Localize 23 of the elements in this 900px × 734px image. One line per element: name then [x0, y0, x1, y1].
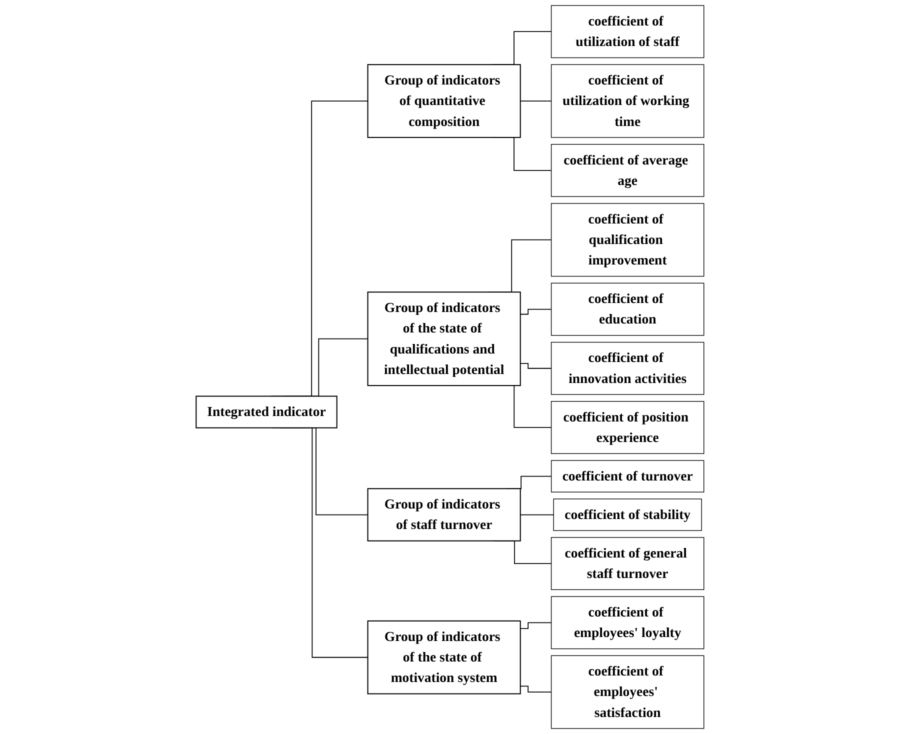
node-box: coefficient of general staff turnover: [550, 537, 704, 590]
node-box: Group of indicators of staff turnover: [367, 488, 521, 542]
node-box: coefficient of position experience: [550, 401, 704, 454]
node-box: coefficient of employees' loyalty: [550, 596, 704, 650]
node-box: coefficient of education: [550, 282, 704, 336]
node-box: coefficient of qualification improvement: [550, 203, 704, 277]
node-box: coefficient of utilization of working time: [550, 64, 704, 138]
connector: [520, 686, 552, 693]
node-box: Group of indicators of the state of motivation system: [367, 620, 521, 694]
node-box: coefficient of innovation activities: [550, 342, 704, 395]
node-box: coefficient of employees' satisfaction: [550, 655, 704, 729]
connector: [520, 622, 552, 629]
connector: [520, 308, 552, 315]
connector: [520, 100, 552, 102]
node-box: coefficient of average age: [550, 144, 704, 197]
node-box: Integrated indicator: [196, 396, 338, 428]
node-box: coefficient of stability: [553, 498, 702, 531]
node-box: Group of indicators of the state of qualifications and intellectual potential: [367, 292, 521, 386]
connector: [520, 362, 552, 369]
node-box: coefficient of turnover: [550, 460, 704, 492]
node-box: coefficient of utilization of staff: [550, 5, 704, 58]
node-box: Group of indicators of quantitative composition: [367, 64, 521, 138]
connector: [520, 514, 554, 516]
